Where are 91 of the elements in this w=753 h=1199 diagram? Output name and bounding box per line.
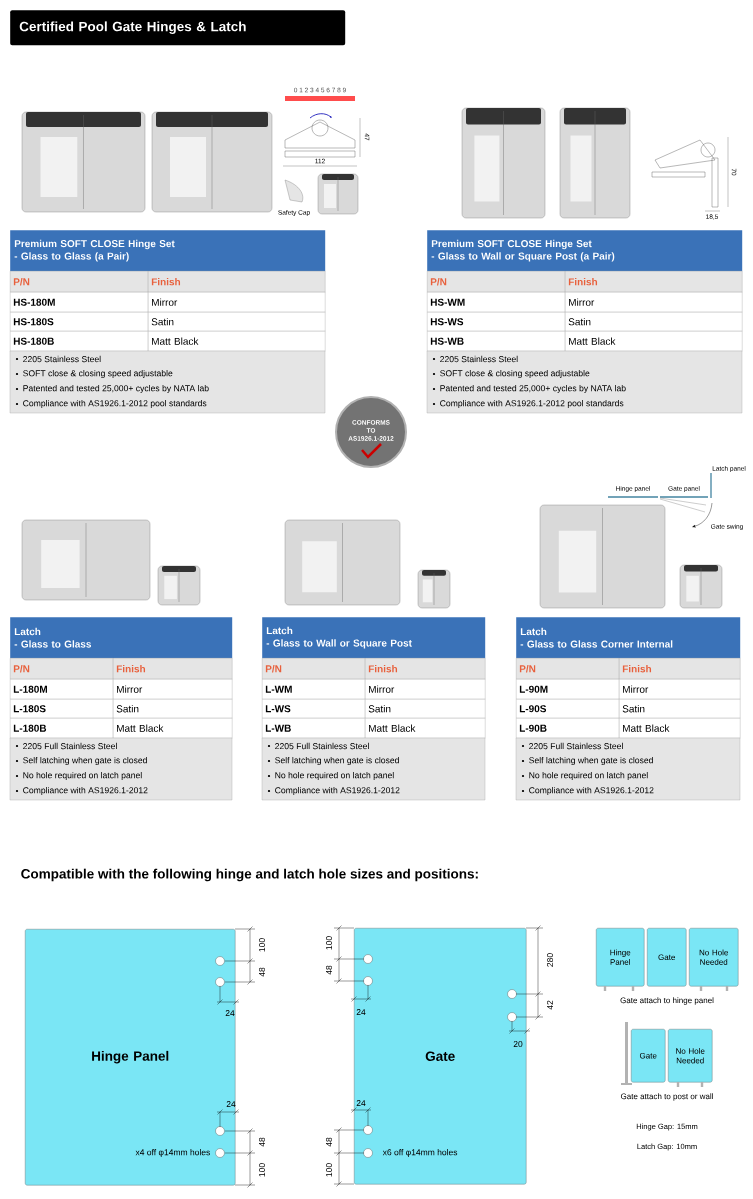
table-header-cell: P/N bbox=[427, 271, 566, 293]
table-cell: L-180M bbox=[10, 679, 114, 700]
card-header: Latch - Glass to Glass Corner Internal bbox=[516, 617, 741, 659]
dimension-label: 48 bbox=[326, 1137, 332, 1147]
dimension-label: 100 bbox=[326, 1163, 332, 1177]
bullet-note: SOFT close & closing speed adjustable bbox=[432, 370, 590, 378]
table-header-cell: P/N bbox=[516, 658, 620, 680]
bullet-note: Compliance with AS1926.1-2012 bbox=[15, 787, 148, 795]
table-header-cell: Finish bbox=[365, 658, 486, 680]
bullet-note: Self latching when gate is closed bbox=[15, 757, 147, 765]
table-cell: HS-WB bbox=[427, 331, 566, 352]
table-header-cell: Finish bbox=[565, 271, 743, 293]
bullet-note: Compliance with AS1926.1-2012 bbox=[521, 787, 654, 795]
glass-panel: No Hole Needed bbox=[668, 1029, 713, 1083]
table-cell: Matt Black bbox=[565, 331, 743, 352]
bullet-note: Self latching when gate is closed bbox=[267, 757, 399, 765]
bullet-note: No hole required on latch panel bbox=[15, 772, 142, 780]
table-cell: Matt Black bbox=[113, 718, 233, 739]
table-cell: L-WM bbox=[262, 679, 366, 700]
hole-note: x6 off φ14mm holes bbox=[382, 1149, 458, 1157]
card-header: Latch - Glass to Wall or Square Post bbox=[262, 617, 486, 659]
dimension-label: 100 bbox=[259, 938, 265, 952]
bullet-note: SOFT close & closing speed adjustable bbox=[15, 370, 173, 378]
bullet-note: Patented and tested 25,000+ cycles by NATA lab bbox=[432, 385, 626, 393]
table-cell: Satin bbox=[113, 699, 233, 719]
dimension-label: 280 bbox=[547, 953, 553, 967]
table-cell: Satin bbox=[619, 699, 741, 719]
title-bar: Certified Pool Gate Hinges & Latch bbox=[10, 10, 346, 46]
table-cell: L-WS bbox=[262, 699, 366, 719]
dimension-label: 100 bbox=[259, 1163, 265, 1177]
bullet-note: Compliance with AS1926.1-2012 pool standards bbox=[15, 400, 207, 408]
table-cell: HS-180M bbox=[10, 292, 149, 313]
table-header-cell: Finish bbox=[619, 658, 741, 680]
dimension-label: 24 bbox=[356, 1100, 366, 1106]
table-cell: Mirror bbox=[148, 292, 326, 313]
caption-text: Gate attach to post or wall bbox=[620, 1093, 713, 1101]
card-header: Latch - Glass to Glass bbox=[10, 617, 233, 659]
dimension-label: 20 bbox=[513, 1041, 523, 1047]
bullet-note: 2205 Full Stainless Steel bbox=[267, 742, 369, 750]
hole-note: x4 off φ14mm holes bbox=[135, 1149, 210, 1157]
dimension-label: 42 bbox=[547, 1000, 553, 1010]
table-header-cell: P/N bbox=[10, 271, 149, 293]
table-header-cell: P/N bbox=[262, 658, 366, 680]
table-cell: Satin bbox=[565, 312, 743, 332]
bullet-note: No hole required on latch panel bbox=[267, 772, 394, 780]
section-heading: Compatible with the following hinge and latch hole sizes and positions: bbox=[21, 868, 478, 882]
glass-panel: Gate bbox=[647, 928, 687, 987]
glass-panel: Hinge Panel bbox=[596, 928, 645, 987]
bullet-note: Compliance with AS1926.1-2012 bbox=[267, 787, 400, 795]
bullet-note: No hole required on latch panel bbox=[521, 772, 648, 780]
table-cell: Mirror bbox=[619, 679, 741, 700]
dimension-label: 48 bbox=[259, 967, 265, 977]
dimension-label: 48 bbox=[326, 965, 332, 975]
table-cell: L-WB bbox=[262, 718, 366, 739]
dimension-label: 24 bbox=[225, 1010, 235, 1016]
table-cell: Matt Black bbox=[148, 331, 326, 352]
card-header: Premium SOFT CLOSE Hinge Set - Glass to Wall or Square Post (a Pair) bbox=[427, 230, 743, 272]
bullet-note: 2205 Stainless Steel bbox=[432, 355, 518, 363]
table-cell: HS-WM bbox=[427, 292, 566, 313]
table-header-cell: P/N bbox=[10, 658, 114, 680]
table-cell: L-90B bbox=[516, 718, 620, 739]
glass-panel: Gate bbox=[631, 1029, 666, 1083]
bullet-note: 2205 Stainless Steel bbox=[15, 355, 101, 363]
table-cell: Satin bbox=[148, 312, 326, 332]
table-cell: Mirror bbox=[365, 679, 486, 700]
table-header-cell: Finish bbox=[113, 658, 233, 680]
table-header-cell: Finish bbox=[148, 271, 326, 293]
table-cell: HS-180B bbox=[10, 331, 149, 352]
table-cell: HS-180S bbox=[10, 312, 149, 332]
caption-text: Gate attach to hinge panel bbox=[620, 997, 714, 1005]
table-cell: Mirror bbox=[565, 292, 743, 313]
table-cell: L-180S bbox=[10, 699, 114, 719]
table-cell: Matt Black bbox=[365, 718, 486, 739]
dimension-label: 24 bbox=[356, 1009, 366, 1015]
bullet-note: 2205 Full Stainless Steel bbox=[521, 742, 623, 750]
table-cell: Satin bbox=[365, 699, 486, 719]
dimension-label: 24 bbox=[226, 1101, 236, 1107]
table-cell: L-90S bbox=[516, 699, 620, 719]
table-cell: HS-WS bbox=[427, 312, 566, 332]
bullet-note: Patented and tested 25,000+ cycles by NATA lab bbox=[15, 385, 209, 393]
dimension-label: 100 bbox=[326, 936, 332, 950]
table-cell: Matt Black bbox=[619, 718, 741, 739]
dimension-label: 48 bbox=[259, 1137, 265, 1147]
table-cell: L-90M bbox=[516, 679, 620, 700]
table-cell: L-180B bbox=[10, 718, 114, 739]
bullet-note: Compliance with AS1926.1-2012 pool standards bbox=[432, 400, 624, 408]
bullet-note: 2205 Full Stainless Steel bbox=[15, 742, 117, 750]
bullet-note: Self latching when gate is closed bbox=[521, 757, 653, 765]
card-header: Premium SOFT CLOSE Hinge Set - Glass to Glass (a Pair) bbox=[10, 230, 326, 272]
glass-panel: No Hole Needed bbox=[689, 928, 739, 987]
table-cell: Mirror bbox=[113, 679, 233, 700]
